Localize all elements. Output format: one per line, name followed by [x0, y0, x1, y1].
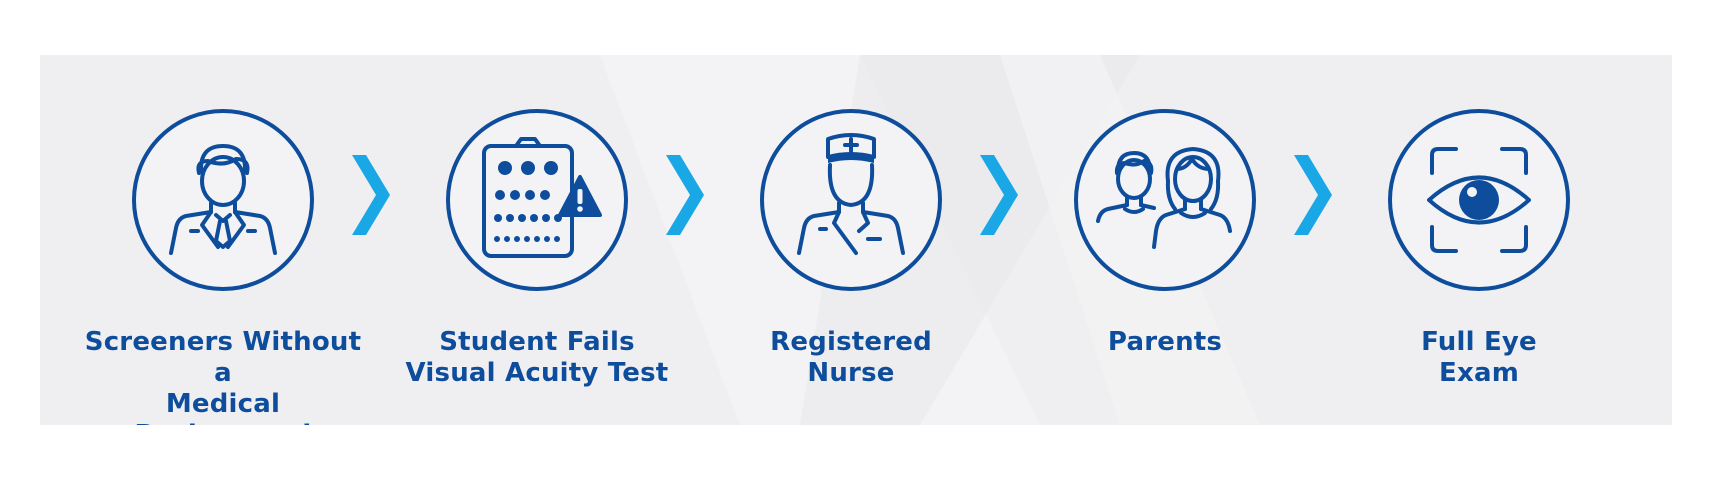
step-icon-circle: [760, 109, 942, 291]
process-panel: Screeners Without a Medical Background: [40, 55, 1672, 425]
step-student-fails: Student Fails Visual Acuity Test: [387, 55, 687, 425]
label-line: Student Fails: [439, 327, 635, 357]
step-icon-circle: [1388, 109, 1570, 291]
label-line: Parents: [1107, 327, 1223, 357]
step-registered-nurse: Registered Nurse: [701, 55, 1001, 425]
professional-man-icon: [169, 144, 277, 255]
step-label: Registered Nurse: [701, 327, 1001, 389]
label-line: Full Eye: [1421, 327, 1537, 357]
eye-scan-icon: [1427, 147, 1531, 253]
label-line: Screeners Without a: [84, 327, 362, 388]
label-line: Exam: [1439, 358, 1519, 388]
nurse-icon: [797, 133, 905, 255]
chevron-right-icon: [1291, 153, 1335, 237]
step-full-eye-exam: Full Eye Exam: [1329, 55, 1629, 425]
chevron-right-icon: [977, 153, 1021, 237]
chevron-right-icon: [663, 153, 707, 237]
step-label: Screeners Without a Medical Background: [73, 327, 373, 425]
step-label: Full Eye Exam: [1329, 327, 1629, 389]
step-icon-circle: [1074, 109, 1256, 291]
label-line: Visual Acuity Test: [405, 358, 669, 388]
parents-icon: [1096, 147, 1232, 249]
label-line: Nurse: [807, 358, 895, 388]
step-label: Parents: [1015, 327, 1315, 358]
label-line: Medical Background: [135, 389, 312, 425]
label-line: Registered: [770, 327, 932, 357]
chevron-right-icon: [349, 153, 393, 237]
step-icon-circle: [132, 109, 314, 291]
eye-chart-warning-icon: [482, 137, 602, 258]
step-parents: Parents: [1015, 55, 1315, 425]
step-icon-circle: [446, 109, 628, 291]
step-screeners: Screeners Without a Medical Background: [73, 55, 373, 425]
step-label: Student Fails Visual Acuity Test: [387, 327, 687, 389]
